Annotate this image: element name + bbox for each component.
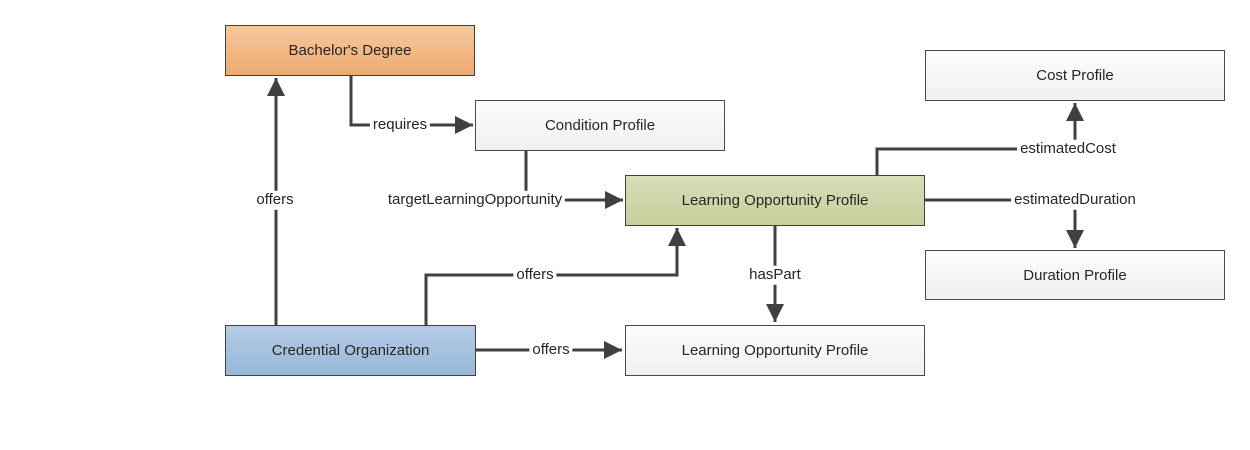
- edge-label-requires: requires: [369, 115, 431, 135]
- node-learning-opportunity-profile-2: Learning Opportunity Profile: [625, 325, 925, 376]
- node-label: Learning Opportunity Profile: [681, 192, 869, 209]
- node-bachelors-degree: Bachelor's Degree: [225, 25, 475, 76]
- edge-label-offers-degree: offers: [253, 190, 297, 210]
- node-label: Credential Organization: [271, 342, 430, 359]
- edge-label-offers-lop: offers: [513, 265, 557, 285]
- node-label: Bachelor's Degree: [288, 42, 412, 59]
- node-label: Cost Profile: [1036, 67, 1114, 84]
- node-label: Condition Profile: [544, 117, 656, 134]
- node-credential-organization: Credential Organization: [225, 325, 476, 376]
- node-duration-profile: Duration Profile: [925, 250, 1225, 300]
- edge-label-has-part: hasPart: [746, 265, 804, 285]
- node-learning-opportunity-profile: Learning Opportunity Profile: [625, 175, 925, 226]
- node-condition-profile: Condition Profile: [475, 100, 725, 151]
- node-label: Learning Opportunity Profile: [681, 342, 869, 359]
- edge-label-target-learning-opportunity: targetLearningOpportunity: [384, 190, 566, 210]
- node-cost-profile: Cost Profile: [925, 50, 1225, 101]
- edge-label-offers-lop-2: offers: [529, 340, 573, 360]
- edge-label-estimated-cost: estimatedCost: [1017, 139, 1119, 159]
- edge-estimated-cost: [875, 103, 1084, 175]
- edge-label-estimated-duration: estimatedDuration: [1011, 190, 1139, 210]
- node-label: Duration Profile: [1023, 266, 1127, 284]
- edge-requires: [349, 76, 473, 134]
